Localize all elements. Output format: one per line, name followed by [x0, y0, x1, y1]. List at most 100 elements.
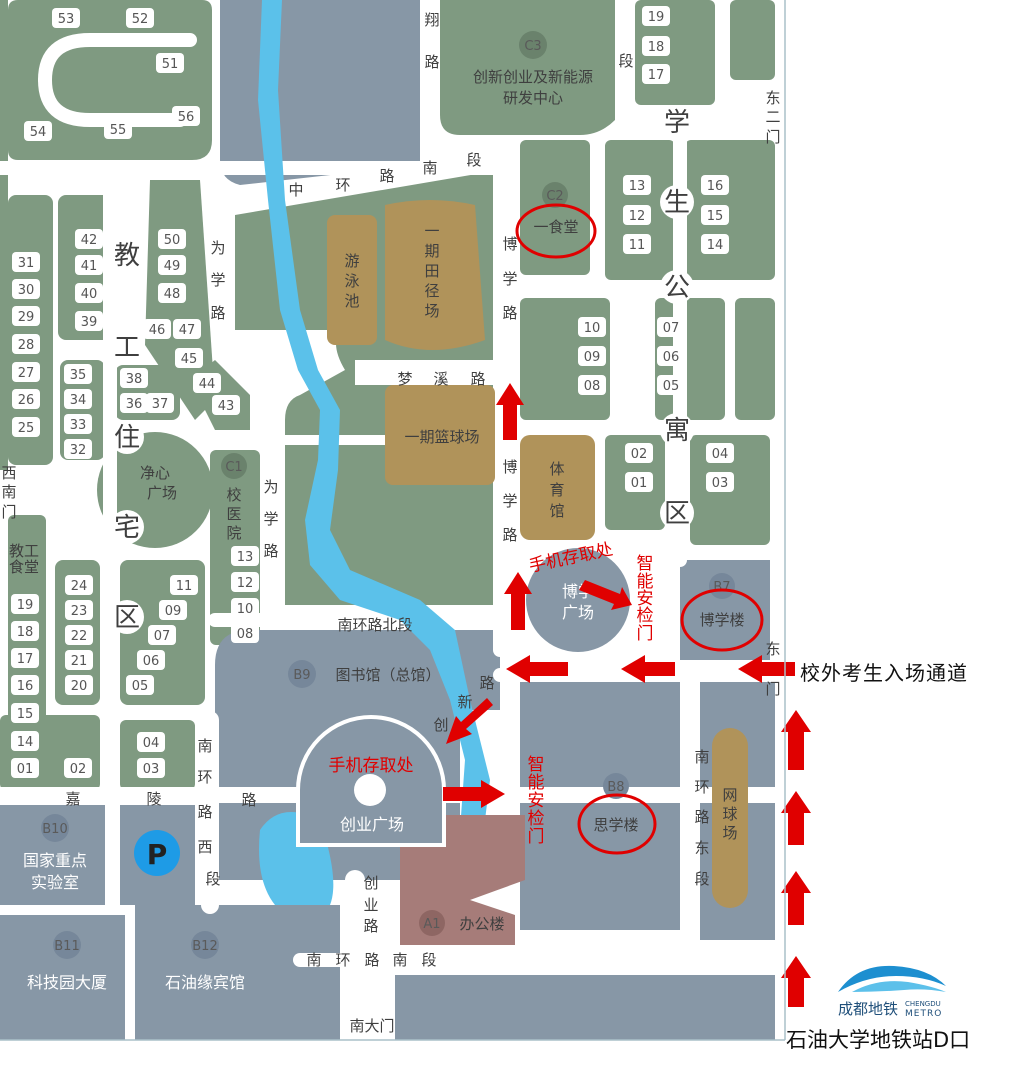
zone-b12: [135, 905, 340, 1040]
c2-canteen-label: 一食堂: [533, 218, 578, 236]
num-32: 32: [70, 443, 87, 458]
svg-text:能: 能: [637, 572, 654, 592]
svg-text:环: 环: [694, 778, 709, 796]
svg-text:学: 学: [502, 492, 517, 510]
num-52: 52: [132, 12, 149, 27]
svg-text:溪: 溪: [433, 370, 448, 388]
b12-label: 石油缘宾馆: [165, 973, 245, 992]
svg-text:南大门: 南大门: [349, 1017, 394, 1035]
num-07-left: 07: [154, 629, 171, 644]
num-48: 48: [164, 287, 181, 302]
chuangye-square-label: 创业广场: [340, 815, 404, 834]
svg-text:路: 路: [379, 167, 394, 185]
svg-text:博: 博: [502, 235, 517, 253]
svg-text:陵: 陵: [146, 790, 161, 808]
swim-char-3: 池: [344, 292, 359, 310]
road-labels: 中 环 路 南 段 梦 溪 路 南环路北段 南 环 路 南 段 嘉 陵 路 为 …: [1, 11, 780, 1035]
num-46: 46: [149, 323, 166, 338]
b9-library-label: 图书馆（总馆）: [335, 666, 440, 684]
zone-library: [215, 630, 500, 710]
num-01-left: 01: [17, 762, 34, 777]
track-char-3: 田: [424, 262, 439, 280]
num-18-top: 18: [648, 40, 665, 55]
num-12-student: 12: [629, 209, 646, 224]
svg-text:环: 环: [335, 176, 350, 194]
num-41: 41: [81, 259, 98, 274]
svg-text:路: 路: [241, 791, 256, 809]
arrow-up-boxue-1: [504, 572, 532, 630]
svg-text:生: 生: [664, 188, 690, 218]
num-30: 30: [18, 283, 35, 298]
svg-text:门: 门: [1, 503, 16, 521]
c3-name-line2: 研发中心: [503, 89, 563, 107]
svg-text:住: 住: [114, 423, 140, 453]
b10-line1: 国家重点: [23, 851, 87, 870]
b11-label: 科技园大厦: [27, 973, 107, 992]
c1-char-3: 院: [226, 524, 241, 542]
num-53: 53: [58, 12, 75, 27]
num-35: 35: [70, 368, 87, 383]
num-36: 36: [126, 397, 143, 412]
entrance-label: 校外考生入场通道: [800, 661, 968, 685]
arrow-left-gate: [738, 655, 795, 683]
tennis-char-3: 场: [722, 824, 737, 842]
svg-text:路: 路: [479, 674, 494, 692]
num-47: 47: [179, 323, 196, 338]
svg-text:区: 区: [664, 499, 690, 529]
highlight-b7: [680, 588, 764, 652]
chuangye-plaza-center: [354, 774, 386, 806]
arrow-up-metro-2: [781, 871, 811, 925]
student-district-label: 学 生 公 寓 区: [660, 105, 694, 530]
num-14-student: 14: [707, 238, 724, 253]
track-char-5: 场: [424, 302, 439, 320]
staff-canteen-line2: 食堂: [9, 558, 39, 576]
zone-b8: [520, 680, 680, 930]
num-13-c1: 13: [237, 550, 254, 565]
swimming-pool: [327, 215, 377, 345]
num-19-left: 19: [17, 598, 34, 613]
jingxin-line2: 广场: [147, 484, 177, 502]
zone-far-left: [0, 0, 8, 470]
arrow-left-3: [506, 655, 568, 683]
tennis-court: [712, 728, 748, 908]
c2-code: C2: [546, 189, 563, 204]
svg-text:南: 南: [197, 737, 212, 755]
num-38: 38: [126, 372, 143, 387]
zone-housing-row-d: [60, 360, 105, 460]
num-55: 55: [110, 123, 127, 138]
svg-text:环: 环: [197, 768, 212, 786]
num-04-student: 04: [712, 447, 729, 462]
svg-text:安: 安: [637, 589, 654, 609]
svg-text:翔: 翔: [424, 11, 439, 29]
svg-text:路: 路: [364, 951, 379, 969]
gym-char-1: 体: [549, 460, 564, 478]
num-42: 42: [81, 233, 98, 248]
num-54: 54: [30, 125, 47, 140]
zone-student-far-right: [735, 298, 775, 420]
num-04-left: 04: [143, 736, 160, 751]
svg-text:南: 南: [694, 748, 709, 766]
tennis-char-2: 球: [722, 805, 737, 823]
svg-text:梦: 梦: [397, 370, 412, 388]
arrow-diag-library: [446, 698, 493, 744]
svg-text:南: 南: [392, 951, 407, 969]
svg-text:二: 二: [765, 108, 780, 126]
b11-code: B11: [54, 939, 79, 954]
num-06-student: 06: [663, 350, 680, 365]
track-char-2: 期: [424, 242, 439, 260]
a1-code: A1: [423, 917, 440, 932]
svg-text:智: 智: [528, 755, 545, 775]
num-09-left: 09: [165, 604, 182, 619]
b7-code: B7: [713, 580, 730, 595]
metro-logo-wave-icon: [838, 965, 946, 992]
svg-text:学: 学: [263, 510, 278, 528]
metro-logo-en1: CHENGDU: [905, 1000, 941, 1008]
metro-logo-cn: 成都地铁: [838, 1000, 898, 1018]
arrow-right-security: [443, 780, 505, 808]
num-51: 51: [162, 57, 179, 72]
boxue-square-line2: 广场: [562, 603, 594, 622]
gymnasium: [520, 435, 595, 540]
arrow-up-boxue-2: [496, 383, 524, 440]
svg-text:路: 路: [210, 304, 225, 322]
